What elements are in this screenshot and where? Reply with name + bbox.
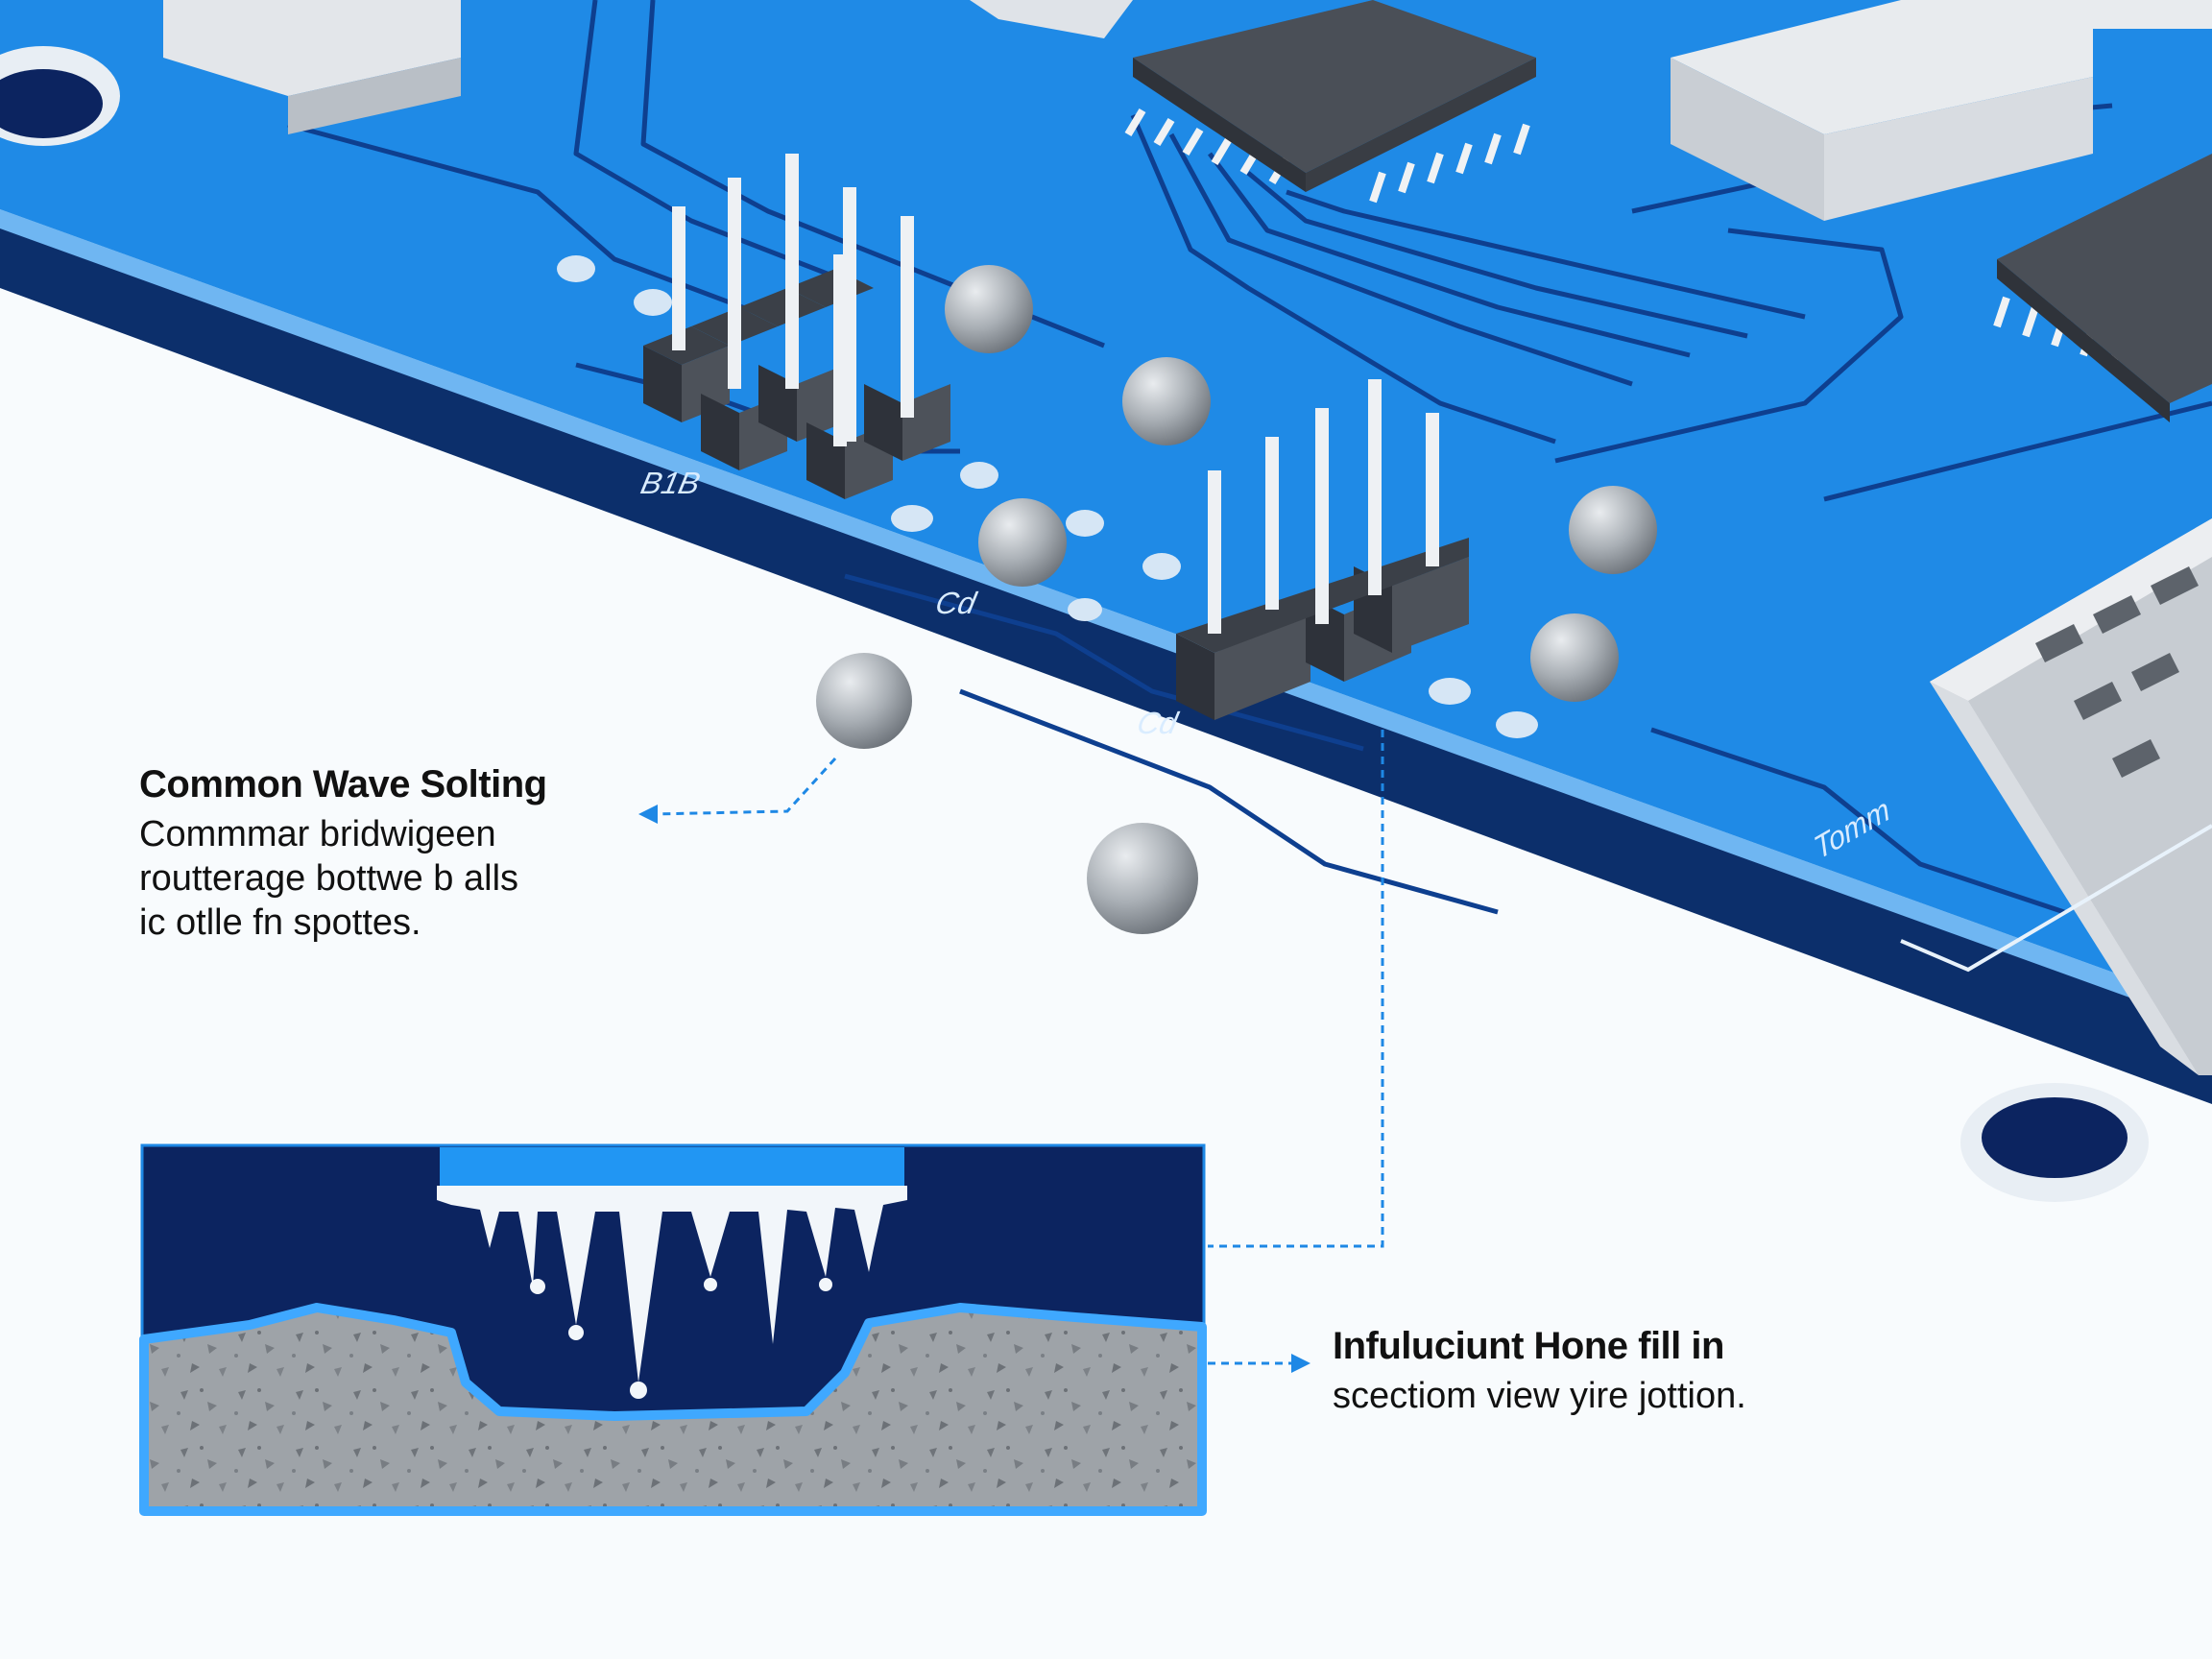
- callout-title: Infuluciunt Hone fill in: [1333, 1325, 1724, 1367]
- smd-pads: [557, 255, 1538, 738]
- qfp-chip-right: [1993, 154, 2212, 422]
- callout-text-line: ic otlle fn spottes.: [139, 902, 421, 943]
- solder-ball: [1087, 823, 1198, 934]
- callout-text-line: Commmar bridwigeen: [139, 814, 496, 854]
- solder-ball: [1122, 357, 1211, 445]
- solder-ball: [978, 498, 1067, 587]
- silkscreen-label-chip: Cd: [1134, 706, 1181, 740]
- solder-ball: [816, 653, 912, 749]
- arrow-head: [1291, 1354, 1310, 1373]
- component-top: [970, 0, 1133, 38]
- leader-lines: [652, 730, 1384, 1365]
- mounting-hole-topleft: [0, 46, 120, 146]
- mounting-hole-bottomright: [1960, 1083, 2149, 1202]
- silkscreen-label-cd: Cd: [932, 586, 979, 620]
- solder-ball: [1569, 486, 1657, 574]
- callout-text-line: routterage bottwe b alls: [139, 858, 519, 899]
- cross-section-inset: [139, 1143, 1207, 1516]
- callout-text-line: scectiom view yire jottion.: [1333, 1376, 1746, 1416]
- solder-ball: [945, 265, 1033, 353]
- qfp-chip-top: [1124, 0, 1536, 204]
- pin-header-1: [643, 154, 950, 499]
- component-block-topright: [1671, 0, 2212, 221]
- callout-hole-fill: Infuluciunt Hone fill in scectiom view y…: [1333, 1325, 1909, 1418]
- board-surface: [0, 0, 2212, 1008]
- callout-title: Common Wave Solting: [139, 763, 547, 805]
- solder-balls: [816, 265, 1657, 934]
- board-edge-highlight: [0, 209, 2212, 1027]
- pin-header-2: [1176, 379, 1469, 720]
- callout-wave-soldering: Common Wave Solting Commmar bridwigeen r…: [139, 763, 677, 945]
- arrow-head: [638, 805, 658, 824]
- board-edge: [0, 211, 2212, 1104]
- connector-right: [1900, 518, 2212, 1075]
- silkscreen-label-b1b: B1B: [637, 466, 704, 500]
- solder-ball: [1530, 613, 1619, 702]
- connector-topleft: [163, 0, 461, 134]
